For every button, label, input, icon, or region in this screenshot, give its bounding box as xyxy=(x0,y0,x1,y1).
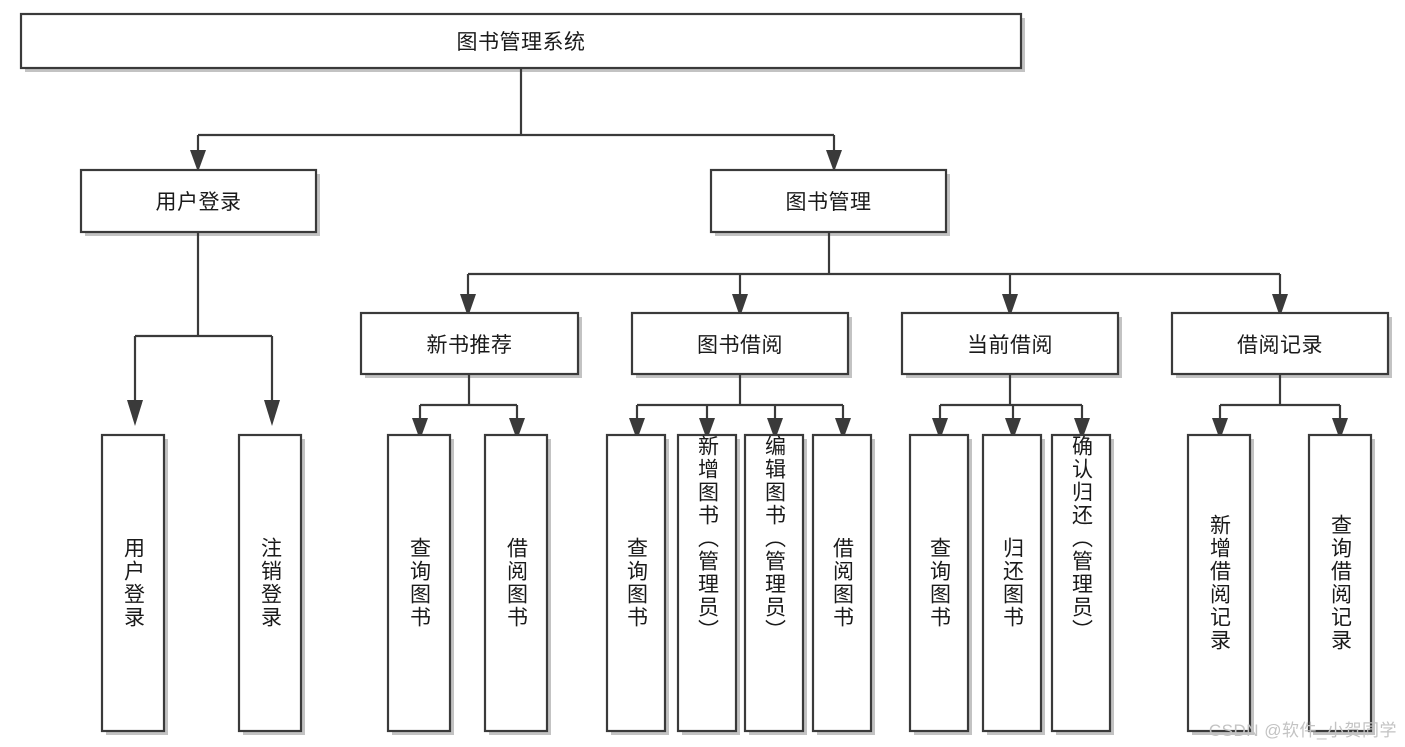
arrow-icon xyxy=(1074,418,1090,440)
node-box-leaf[interactable] xyxy=(676,433,738,733)
node-box-leaf[interactable] xyxy=(483,433,549,733)
arrow-icon xyxy=(1272,294,1288,317)
node-box-leaf[interactable] xyxy=(1307,433,1373,733)
node-box-borrow-record[interactable] xyxy=(1170,311,1390,376)
node-box-leaf[interactable] xyxy=(743,433,805,733)
arrow-icon xyxy=(835,418,851,440)
node-box-book-borrow[interactable] xyxy=(630,311,850,376)
arrow-icon xyxy=(264,400,280,426)
arrow-icon xyxy=(509,418,525,440)
node-box-leaf[interactable] xyxy=(237,433,303,733)
arrow-icon xyxy=(127,400,143,426)
node-box-current-borrow[interactable] xyxy=(900,311,1120,376)
node-box-leaf[interactable] xyxy=(1186,433,1252,733)
arrow-icon xyxy=(412,418,428,440)
node-box-book-manage[interactable] xyxy=(709,168,948,234)
watermark-text: CSDN @软件_小贺同学 xyxy=(1208,721,1397,740)
node-box-leaf[interactable] xyxy=(981,433,1043,733)
node-boxes xyxy=(19,12,1390,733)
node-box-leaf[interactable] xyxy=(605,433,667,733)
node-box-leaf[interactable] xyxy=(100,433,166,733)
arrow-icon xyxy=(1212,418,1228,440)
arrow-icon xyxy=(1332,418,1348,440)
arrow-icon xyxy=(932,418,948,440)
arrow-icon xyxy=(190,150,206,172)
arrow-icon xyxy=(1002,294,1018,317)
node-box-leaf[interactable] xyxy=(386,433,452,733)
arrow-icon xyxy=(732,294,748,317)
arrow-icon xyxy=(767,418,783,440)
arrow-icon xyxy=(460,294,476,317)
arrow-icon xyxy=(1005,418,1021,440)
arrow-icon xyxy=(699,418,715,440)
node-box-new-book-recommend[interactable] xyxy=(359,311,580,376)
node-box-leaf[interactable] xyxy=(811,433,873,733)
arrow-icon xyxy=(629,418,645,440)
arrow-icon xyxy=(826,150,842,172)
node-box-user-login[interactable] xyxy=(79,168,318,234)
node-box-root[interactable] xyxy=(19,12,1023,70)
node-box-leaf[interactable] xyxy=(908,433,970,733)
arrow-heads xyxy=(127,150,1348,440)
node-box-leaf[interactable] xyxy=(1050,433,1112,733)
connector-lines xyxy=(133,68,1342,420)
